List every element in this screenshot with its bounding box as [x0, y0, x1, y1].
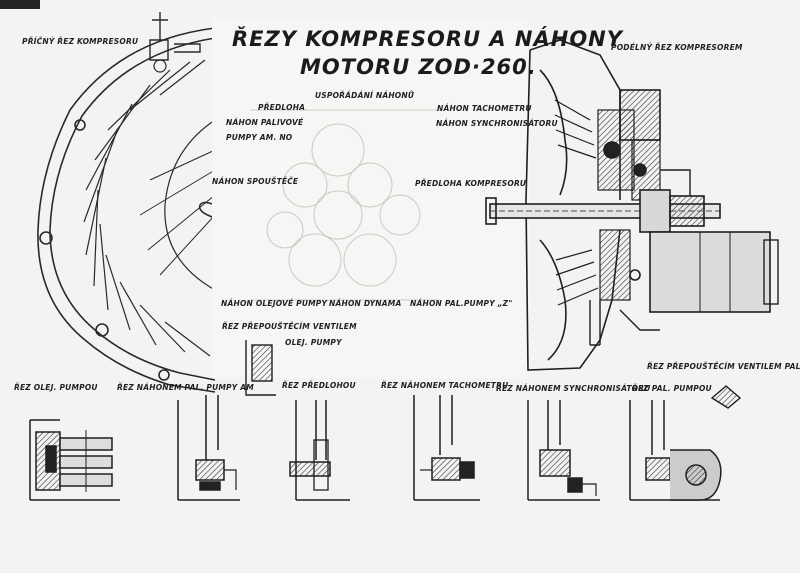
- label-nahon-spoustece: NÁHON SPOUŠTĚČE: [212, 177, 299, 186]
- label-nahon-synchronisatoru: NÁHON SYNCHRONISÁTORU: [436, 119, 558, 128]
- detail-tachometer-drive: [413, 395, 480, 501]
- label-pumpy-amno: PUMPY AM. NO: [226, 133, 293, 142]
- label-olej-pumpy: OLEJ. PUMPY: [285, 338, 342, 347]
- label-predloha: PŘEDLOHA: [258, 103, 306, 112]
- detail-oil-pump: [29, 419, 120, 501]
- compressor-cross-section: [37, 12, 216, 393]
- label-rez-prepoustecim: ŘEZ PŘEPOUŠTĚCÍM VENTILEM: [222, 322, 357, 331]
- corner-mark: [0, 0, 40, 9]
- detail-fuel-pump: [629, 400, 722, 501]
- label-rez-predlohou: ŘEZ PŘEDLOHOU: [282, 381, 356, 390]
- label-nahon-palivove: NÁHON PALIVOVÉ: [226, 118, 304, 127]
- label-rez-nahonem-synchro: ŘEZ NÁHONEM SYNCHRONISÁTORU: [496, 384, 651, 393]
- label-predloha-kompresoru: PŘEDLOHA KOMPRESORU: [415, 179, 527, 188]
- detail-fuel-pump-drive: [177, 395, 240, 501]
- label-nahon-tachometru: NÁHON TACHOMETRU: [437, 104, 532, 113]
- label-rez-nahonem-tacho: ŘEZ NÁHONEM TACHOMETRU: [381, 381, 509, 390]
- label-nahon-olejove: NÁHON OLEJOVÉ PUMPY: [221, 299, 328, 308]
- detail-relief-valve-oil: [245, 340, 276, 396]
- compressor-longitudinal-section: [485, 39, 779, 371]
- label-rez-prepoustecim-pal: ŘEZ PŘEPOUŠTĚCÍM VENTILEM PAL. PUMPY: [647, 362, 800, 371]
- label-nahon-pal-pumpy: NÁHON PAL.PUMPY „Z": [410, 299, 513, 308]
- title-line-1: ŘEZY KOMPRESORU A NÁHONY: [232, 27, 623, 51]
- title-plate: [212, 18, 530, 378]
- label-nahon-dynama: NÁHON DYNAMA: [329, 299, 402, 308]
- label-usporadani: USPOŘÁDÁNÍ NÁHONŮ: [315, 91, 415, 100]
- detail-countershaft: [289, 400, 350, 501]
- drive-arrangement-sketch: [250, 109, 440, 301]
- label-pricny-rez: PŘÍČNÝ ŘEZ KOMPRESORU: [22, 37, 139, 46]
- label-rez-olej-pumpou: ŘEZ OLEJ. PUMPOU: [14, 383, 98, 392]
- detail-synchronizer-drive: [527, 400, 600, 501]
- detail-relief-valve-fuel: [710, 385, 742, 409]
- label-rez-nahonem-pal: ŘEZ NÁHONEM PAL. PUMPY AM: [117, 383, 254, 392]
- label-podelny-rez: PODÉLNÝ ŘEZ KOMPRESOREM: [611, 43, 743, 52]
- title-line-2: MOTORU ZOD·260.: [300, 55, 537, 79]
- label-rez-pal-pumpou: ŘEZ PAL. PUMPOU: [632, 384, 712, 393]
